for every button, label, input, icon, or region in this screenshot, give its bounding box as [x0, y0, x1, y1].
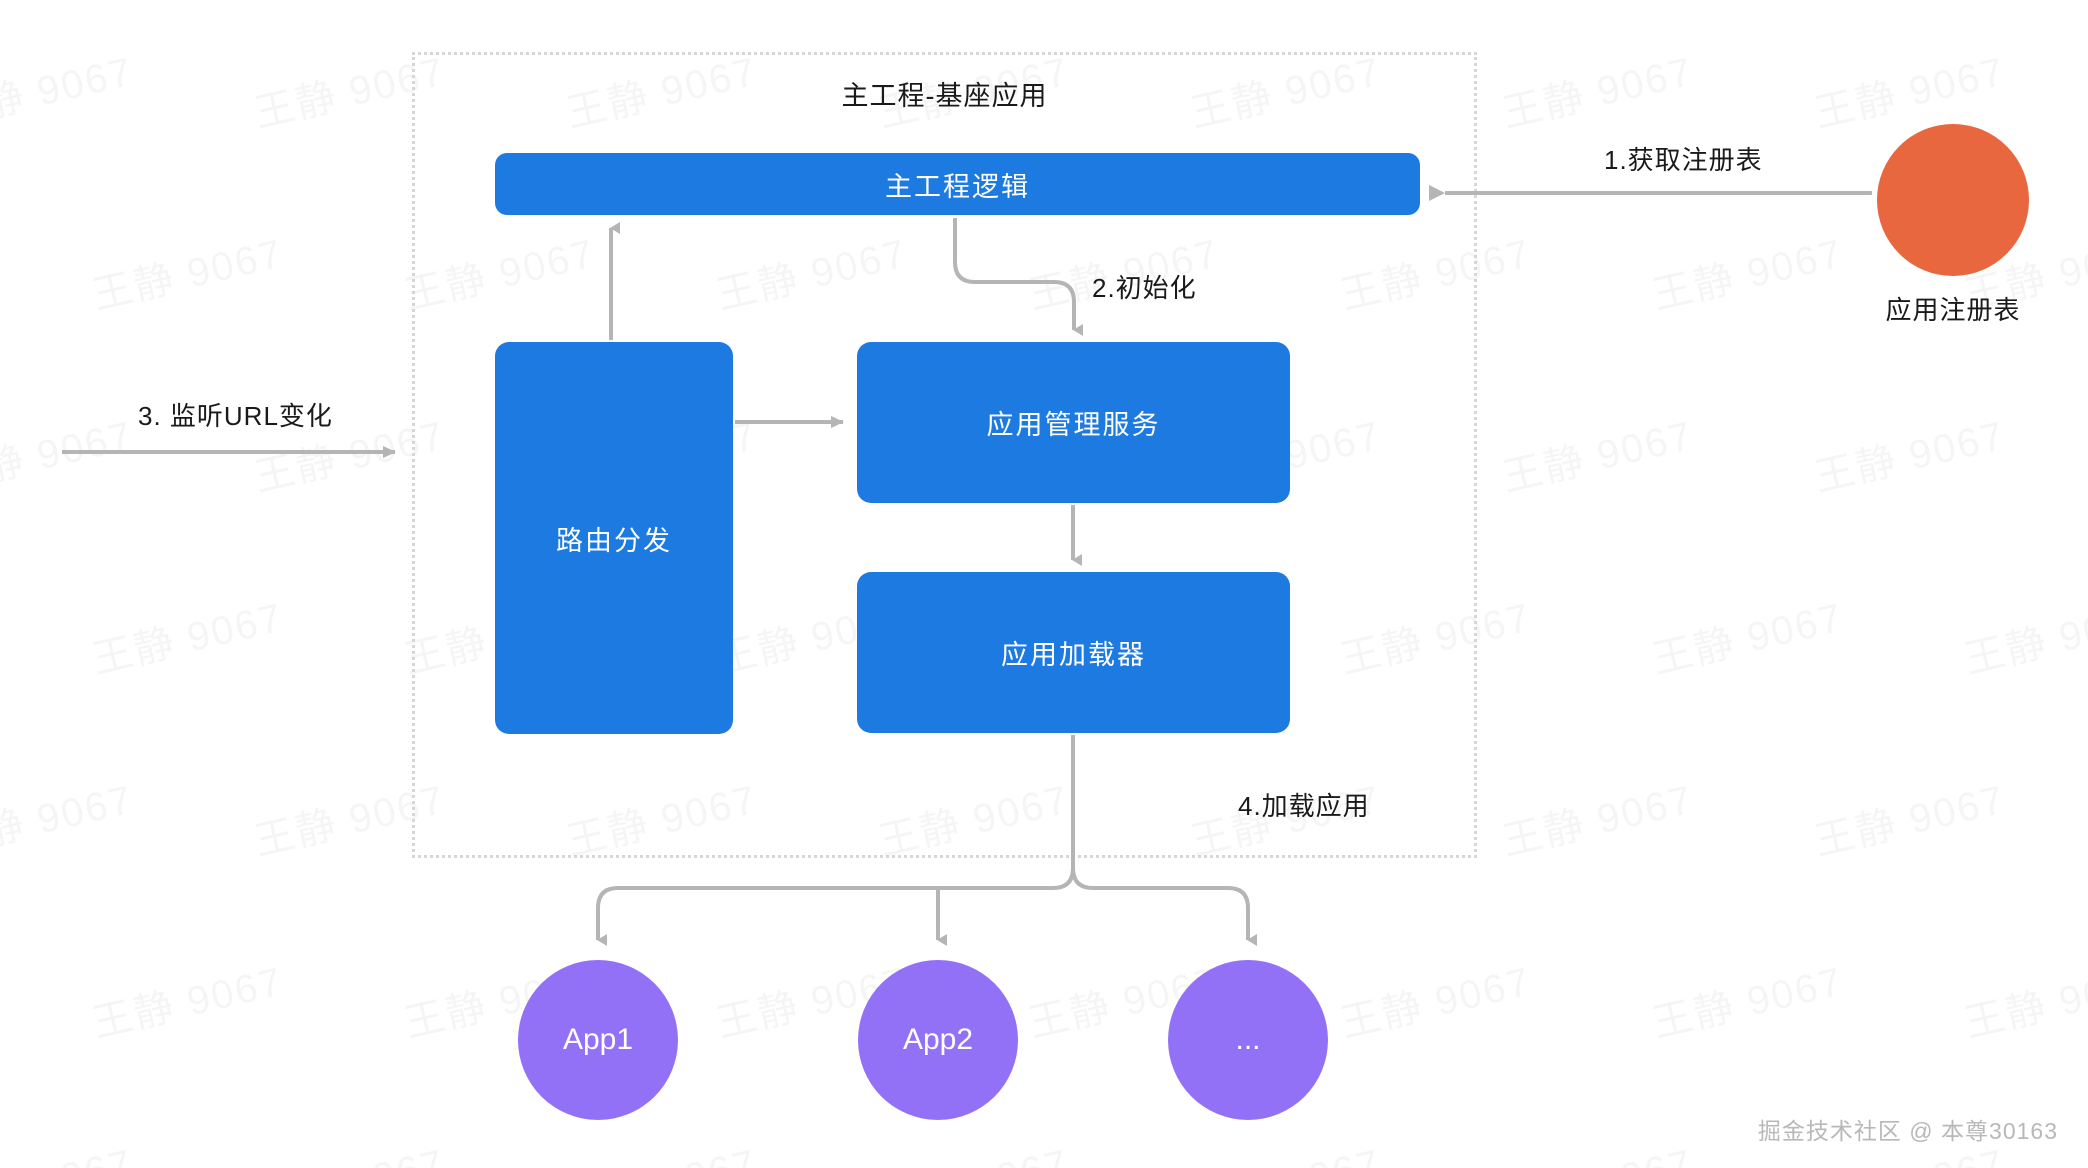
- watermark-text: 王静 9067: [0, 403, 138, 503]
- watermark-text: 王静 9067: [1496, 767, 1698, 867]
- watermark-text: 王静 9067: [872, 1131, 1074, 1168]
- node-main-logic[interactable]: 主工程逻辑: [495, 153, 1420, 215]
- node-app-management-service[interactable]: 应用管理服务: [857, 342, 1290, 503]
- watermark-text: 王静 9067: [1496, 1131, 1698, 1168]
- watermark-text: 王静 9067: [1496, 403, 1698, 503]
- attribution-text: 掘金技术社区 @ 本尊30163: [1757, 1118, 2058, 1144]
- edge-label-init: 2.初始化: [1092, 273, 1197, 303]
- watermark-text: 王静 9067: [86, 949, 288, 1049]
- edge-label-listen-url: 3. 监听URL变化: [138, 401, 333, 431]
- base-application-title: 主工程-基座应用: [841, 81, 1048, 111]
- node-app2[interactable]: App2: [858, 960, 1018, 1120]
- edge-load-apps-branch-left: [596, 886, 1053, 946]
- edge-label-load-apps: 4.加载应用: [1238, 791, 1370, 821]
- watermark-text: 王静 9067: [86, 585, 288, 685]
- watermark-text: 王静 9067: [0, 1131, 138, 1168]
- watermark-text: 王静 9067: [1808, 39, 2010, 139]
- node-app-registry-label: 应用注册表: [1885, 295, 2021, 325]
- edge-label-fetch-registry: 1.获取注册表: [1604, 145, 1763, 175]
- watermark-text: 王静 9067: [0, 767, 138, 867]
- watermark-text: 王静 9067: [1808, 767, 2010, 867]
- watermark-text: 王静 9067: [86, 221, 288, 321]
- watermark-text: 王静 9067: [1646, 221, 1848, 321]
- node-app-more[interactable]: ...: [1168, 960, 1328, 1120]
- watermark-text: 王静 9067: [1958, 585, 2088, 685]
- node-app-registry-circle[interactable]: [1877, 124, 2029, 276]
- watermark-text: 王静 9067: [1646, 949, 1848, 1049]
- node-app1[interactable]: App1: [518, 960, 678, 1120]
- node-app-loader[interactable]: 应用加载器: [857, 572, 1290, 733]
- watermark-text: 王静 9067: [0, 39, 138, 139]
- node-router-dispatch[interactable]: 路由分发: [495, 342, 733, 734]
- watermark-text: 王静 9067: [1958, 949, 2088, 1049]
- watermark-text: 王静 9067: [1646, 585, 1848, 685]
- edge-load-apps-branch-right: [1071, 867, 1257, 946]
- base-application-container: [412, 52, 1477, 858]
- watermark-text: 王静 9067: [248, 1131, 450, 1168]
- watermark-text: 王静 9067: [1334, 949, 1536, 1049]
- watermark-text: 王静 9067: [560, 1131, 762, 1168]
- watermark-text: 王静 9067: [1808, 403, 2010, 503]
- watermark-text: 王静 9067: [1184, 1131, 1386, 1168]
- watermark-text: 王静 9067: [1496, 39, 1698, 139]
